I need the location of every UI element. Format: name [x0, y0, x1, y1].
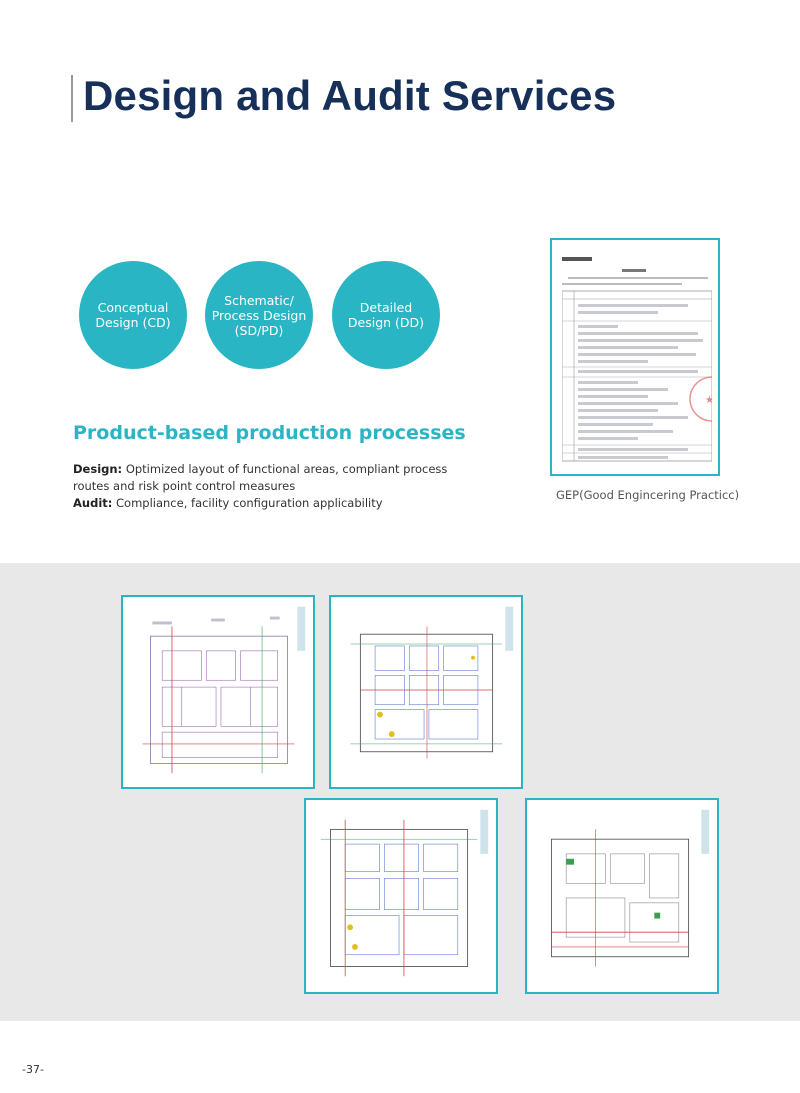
- floor-plan-2-icon: [350, 606, 514, 759]
- page-title: Design and Audit Services: [83, 72, 617, 119]
- title-accent-bar: [71, 75, 73, 122]
- gep-document-image: ★: [550, 238, 720, 476]
- floor-plan-image-4: [525, 798, 719, 994]
- floor-plan-image-1: [121, 595, 315, 789]
- stage-schematic-process-design: Schematic/ Process Design (SD/PD): [205, 261, 313, 369]
- floor-plan-1-icon: [142, 606, 306, 774]
- design-description: Design: Optimized layout of functional a…: [73, 461, 483, 495]
- audit-label: Audit:: [73, 496, 113, 510]
- design-label: Design:: [73, 462, 123, 476]
- stage-label: Schematic/ Process Design (SD/PD): [211, 292, 307, 338]
- floor-plan-image-2: [329, 595, 523, 789]
- document-thumbnail-icon: ★: [561, 257, 718, 462]
- page-number: -37-: [22, 1063, 44, 1076]
- floor-plan-3-icon: [320, 809, 489, 977]
- design-text: Optimized layout of functional areas, co…: [73, 462, 448, 493]
- floor-plan-image-3: [304, 798, 498, 994]
- audit-description: Audit: Compliance, facility configuratio…: [73, 495, 483, 512]
- stage-detailed-design: Detailed Design (DD): [332, 261, 440, 369]
- floor-plan-4-icon: [551, 809, 710, 967]
- stage-conceptual-design: Conceptual Design (CD): [79, 261, 187, 369]
- document-caption: GEP(Good Engincering Practicc): [556, 488, 740, 502]
- stage-label: Detailed Design (DD): [347, 300, 425, 330]
- svg-text:★: ★: [705, 395, 712, 406]
- stage-label: Conceptual Design (CD): [95, 300, 171, 330]
- audit-text: Compliance, facility configuration appli…: [116, 496, 383, 510]
- section-heading: Product-based production processes: [73, 422, 466, 444]
